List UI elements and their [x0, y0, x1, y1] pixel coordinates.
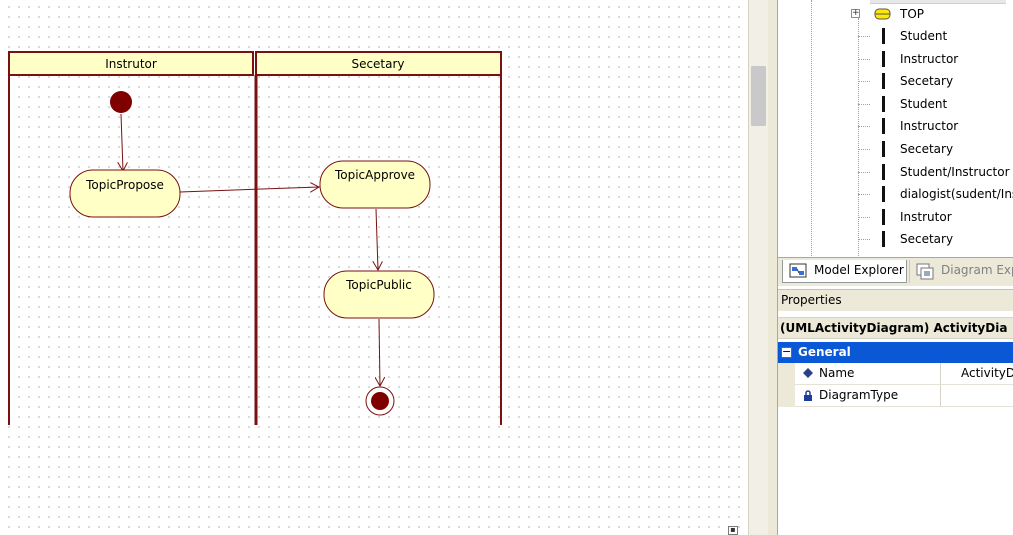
lifeline-icon	[882, 163, 885, 180]
tree-node-child[interactable]: Secetary	[900, 229, 953, 249]
activity-diagram[interactable]: Instrutor Secetary TopicPropose TopicApp…	[0, 0, 748, 535]
tab-diagram-explorer[interactable]: Diagram Exp	[909, 260, 1013, 283]
tree-node-label: Secetary	[900, 232, 954, 247]
model-explorer-icon	[789, 263, 807, 278]
tree-node-label: Instrutor	[900, 209, 952, 224]
tree-guide-branch	[858, 36, 870, 37]
tree-node-label: Instructor	[900, 119, 959, 134]
property-value[interactable]: ActivityDiag	[961, 366, 1013, 380]
tab-label: Diagram Exp	[941, 263, 1013, 277]
tree-guide-branch	[858, 149, 870, 150]
tree-node-child[interactable]: Student/Instructor	[900, 162, 1010, 182]
panel-splitter[interactable]	[768, 0, 777, 535]
properties-header: Properties	[778, 289, 1013, 311]
property-row-diagramtype[interactable]: DiagramType	[795, 385, 1013, 407]
tab-label: Model Explorer	[814, 263, 904, 277]
tree-guide-branch	[858, 171, 870, 173]
tree-node-child[interactable]: Student	[900, 26, 947, 46]
swimlane-secetary[interactable]: Secetary	[254, 51, 502, 425]
tree-guide-branch	[858, 81, 870, 83]
property-name: DiagramType	[819, 388, 899, 402]
tree-node-label: Student	[900, 29, 948, 43]
lifeline-icon	[882, 231, 885, 248]
tree-guide-line	[811, 0, 812, 256]
tree-node-top[interactable]: TOP	[900, 4, 924, 24]
transition-public-to-final[interactable]	[379, 318, 380, 386]
lifeline-icon	[882, 118, 885, 135]
state-label: TopicPublic	[345, 278, 412, 292]
lifeline-icon	[882, 95, 885, 112]
tree-selection-strip	[870, 0, 1006, 4]
scrollbar-thumb[interactable]	[751, 66, 766, 126]
canvas-corner-handle[interactable]: ▪	[728, 526, 738, 535]
swimlane-title-instrutor: Instrutor	[105, 57, 157, 71]
tree-guide-branch	[858, 216, 870, 218]
tree-node-child[interactable]: Instructor	[900, 49, 958, 69]
lock-icon	[804, 390, 812, 401]
diamond-icon	[803, 368, 813, 378]
tree-guide-branch	[858, 103, 870, 105]
tree-node-label: Instructor	[900, 51, 959, 66]
diagram-explorer-icon	[916, 263, 934, 280]
canvas-vertical-scrollbar[interactable]	[748, 0, 768, 535]
swimlane-package-icon	[874, 8, 891, 20]
property-row-name[interactable]: Name ActivityDiag	[795, 363, 1013, 385]
property-divider	[940, 363, 941, 384]
tree-guide-branch	[858, 239, 870, 241]
tree-guide-branch	[858, 194, 870, 196]
tree-node-child[interactable]: Secetary	[900, 71, 953, 91]
tree-node-child[interactable]: Secetary	[900, 139, 953, 159]
tree-guide-line	[858, 18, 859, 256]
transition-initial-to-propose[interactable]	[121, 113, 123, 171]
property-category-general[interactable]: − General	[778, 342, 1013, 363]
tree-guide-branch	[858, 58, 870, 60]
swimlane-header-secetary[interactable]	[255, 51, 502, 76]
lifeline-icon	[882, 208, 885, 225]
tree-node-child[interactable]: Instrutor	[900, 207, 952, 227]
diagram-canvas[interactable]: Instrutor Secetary TopicPropose TopicApp…	[0, 0, 748, 535]
tree-node-label: Secetary	[900, 142, 954, 156]
property-divider	[940, 385, 941, 406]
lifeline-icon	[882, 186, 885, 203]
property-gutter	[778, 363, 795, 407]
tree-guide-branch	[858, 126, 870, 128]
properties-subject: (UMLActivityDiagram) ActivityDia	[778, 317, 1013, 339]
state-label: TopicApprove	[334, 168, 415, 182]
tab-model-explorer[interactable]: Model Explorer	[782, 260, 907, 283]
transition-approve-to-public[interactable]	[376, 208, 378, 270]
swimlane-header-instrutor[interactable]	[8, 51, 254, 76]
tree-expand-icon[interactable]: +	[851, 8, 860, 18]
action-state-topicapprove[interactable]: TopicApprove	[319, 160, 431, 209]
action-state-topicpropose[interactable]: TopicPropose	[69, 169, 181, 218]
state-label: TopicPropose	[85, 178, 164, 192]
tree-node-label: dialogist(sudent/Ins	[900, 187, 1013, 202]
tree-node-label: Secetary	[900, 74, 954, 89]
transition-propose-to-approve[interactable]	[179, 187, 319, 193]
final-node[interactable]	[365, 386, 395, 416]
tree-node-label: Student	[900, 96, 948, 111]
tree-node-label: Student/Instructor	[900, 164, 1010, 179]
lifeline-icon	[882, 50, 885, 67]
property-name: Name	[819, 366, 855, 380]
explorer-tabs: Model Explorer Diagram Exp	[778, 257, 1013, 286]
tree-node-label: TOP	[900, 7, 925, 21]
initial-node[interactable]	[110, 91, 132, 113]
lifeline-icon	[882, 73, 885, 90]
tree-node-child[interactable]: Instructor	[900, 116, 958, 136]
lifeline-icon	[882, 141, 885, 157]
swimlane-title-secetary: Secetary	[351, 57, 404, 71]
swimlane-instrutor[interactable]: Instrutor	[8, 51, 254, 425]
lifeline-icon	[882, 28, 885, 44]
properties-grid[interactable]: − General Name ActivityDiag DiagramType	[778, 342, 1013, 535]
action-state-topicpublic[interactable]: TopicPublic	[323, 270, 435, 319]
tree-node-child[interactable]: Student	[900, 94, 947, 114]
collapse-icon[interactable]: −	[781, 345, 792, 358]
tree-node-child[interactable]: dialogist(sudent/Ins	[900, 184, 1013, 204]
category-label: General	[798, 345, 851, 359]
